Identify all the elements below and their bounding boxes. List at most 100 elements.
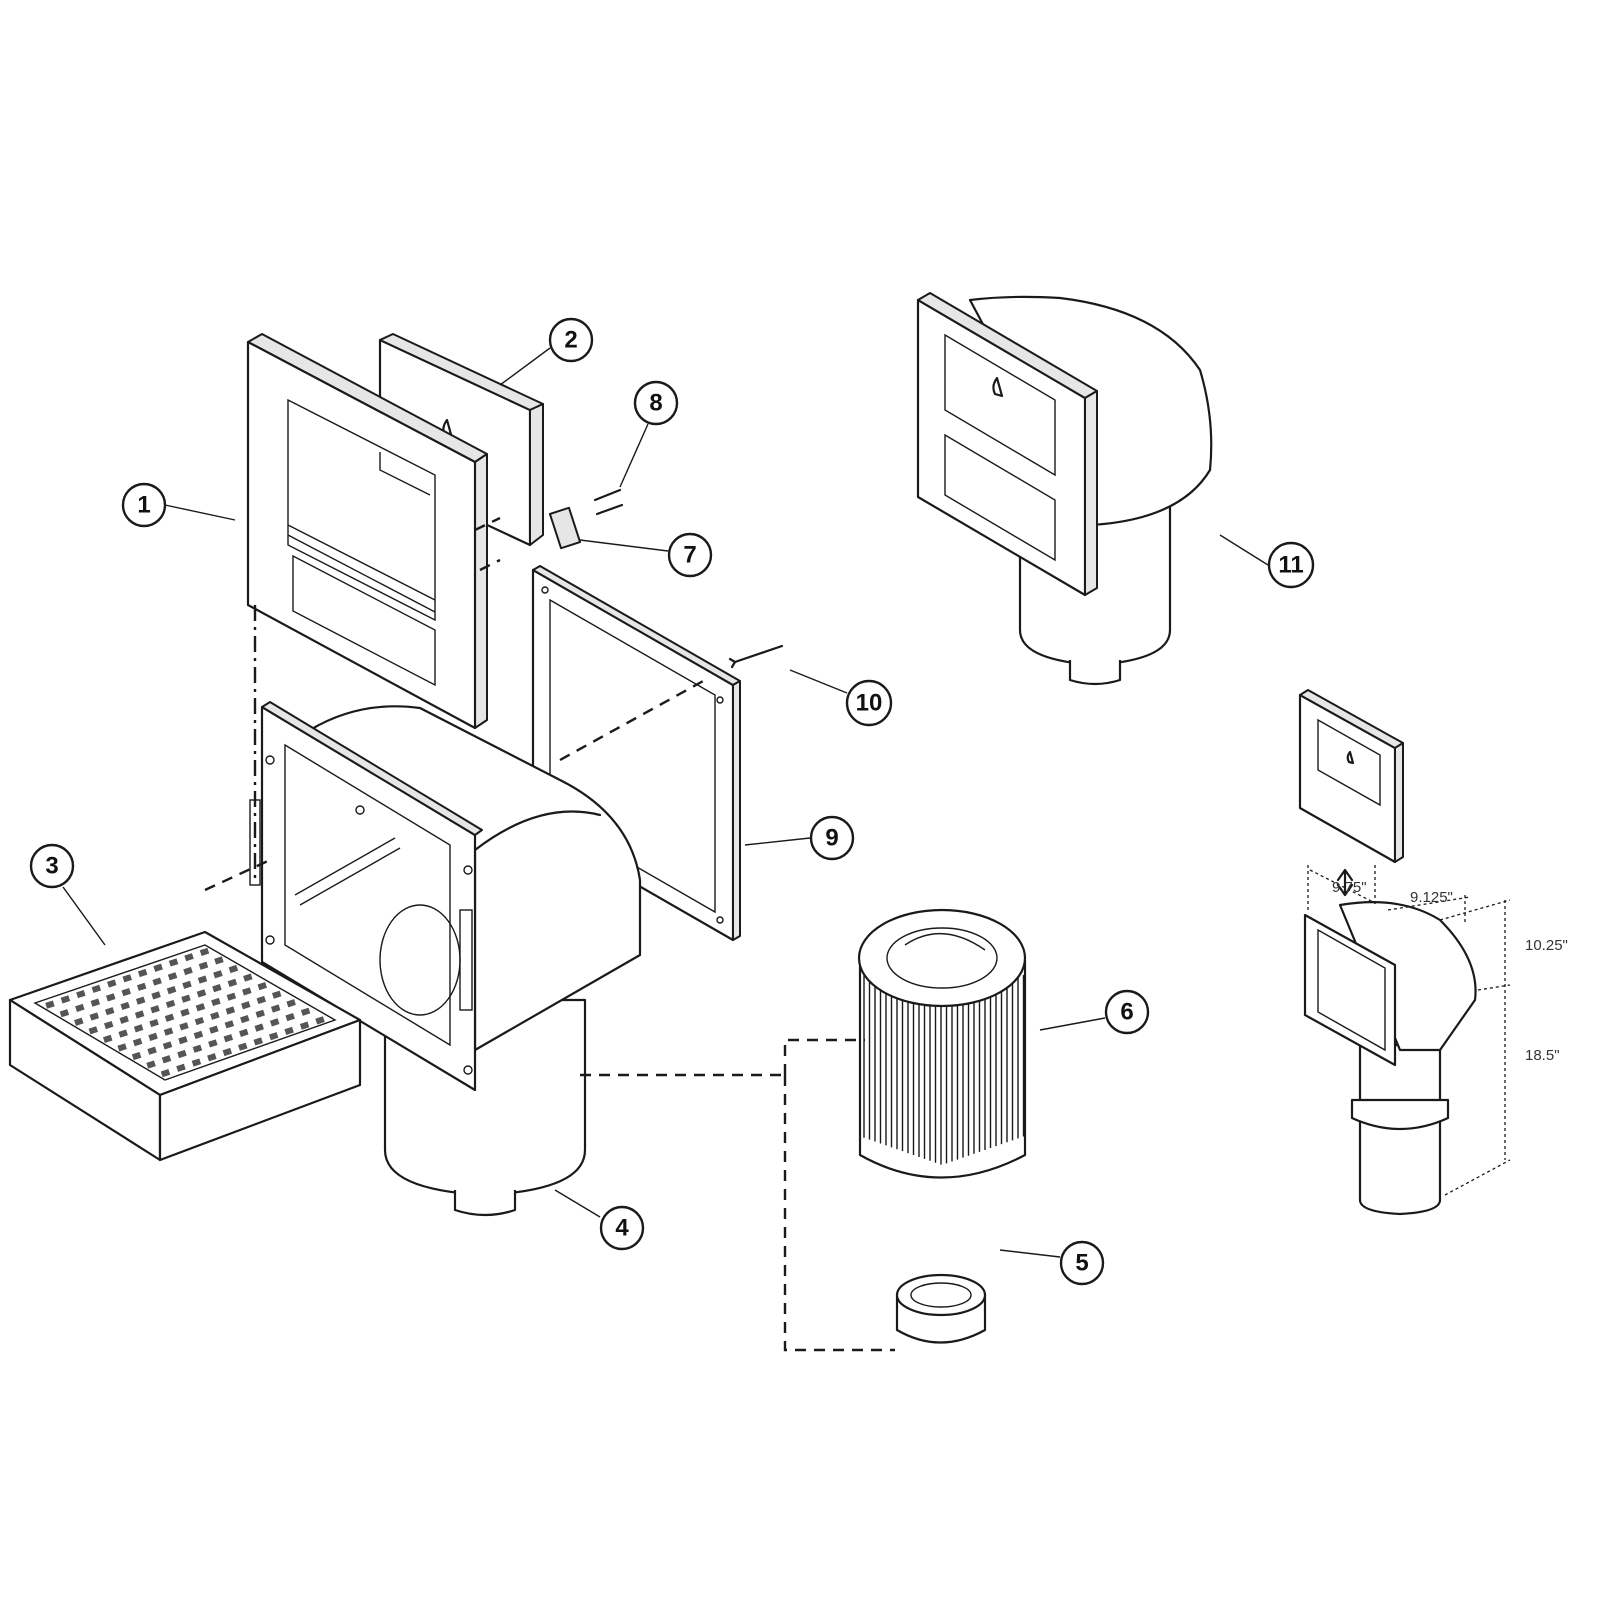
mesh-hole [59, 1009, 70, 1018]
face-plate-part [246, 333, 488, 730]
callout-11: 11 [1267, 541, 1315, 589]
mesh-hole [271, 990, 282, 999]
mesh-hole [269, 1018, 280, 1027]
mesh-hole [199, 947, 210, 957]
mesh-hole [223, 1034, 234, 1043]
mesh-hole [133, 1024, 144, 1033]
mesh-hole [153, 963, 163, 972]
mesh-hole [300, 1007, 311, 1016]
mesh-hole [118, 1029, 128, 1038]
dim-height-bottom: 18.5" [1525, 1047, 1560, 1064]
mesh-hole [214, 956, 224, 965]
mesh-hole [134, 1010, 145, 1019]
mesh-hole [176, 1063, 186, 1072]
mesh-hole [60, 995, 71, 1004]
dim-width-a: 9.75" [1332, 879, 1367, 896]
mesh-hole [163, 1027, 174, 1036]
callout-6: 6 [1104, 989, 1150, 1035]
mesh-hole [152, 977, 162, 986]
mesh-hole [90, 998, 101, 1007]
mesh-hole [194, 1016, 205, 1026]
mesh-hole [286, 999, 296, 1008]
mesh-hole [167, 972, 178, 981]
callout-3-label: 3 [45, 853, 58, 880]
callout-5: 5 [1059, 1240, 1105, 1286]
adapter-ring-part [895, 1273, 987, 1344]
dim-height-top: 10.25" [1525, 937, 1568, 954]
mesh-hole [151, 991, 161, 1000]
mesh-hole [243, 973, 253, 982]
mesh-hole [196, 989, 207, 998]
mesh-hole [45, 1000, 55, 1009]
mesh-hole [210, 1011, 220, 1020]
callout-2: 2 [548, 317, 594, 363]
mesh-hole [228, 964, 239, 974]
callout-9: 9 [809, 815, 855, 861]
mesh-hole [284, 1026, 294, 1035]
mesh-hole [164, 1013, 175, 1022]
mesh-hole [132, 1038, 143, 1047]
mesh-hole [74, 1017, 84, 1026]
mesh-hole [207, 1053, 217, 1062]
callout-7-label: 7 [683, 542, 696, 569]
mesh-hole [179, 1022, 189, 1031]
basket-mesh [45, 947, 325, 1078]
mesh-hole [240, 1014, 250, 1024]
callout-3: 3 [29, 843, 75, 889]
callout-4-label: 4 [615, 1215, 629, 1242]
mesh-hole [254, 1023, 264, 1032]
callout-7: 7 [667, 532, 713, 578]
mesh-hole [106, 993, 116, 1002]
mesh-hole [198, 961, 209, 970]
mesh-hole [285, 1012, 295, 1022]
mesh-hole [150, 1005, 160, 1014]
mesh-hole [213, 970, 223, 979]
mesh-hole [195, 1003, 206, 1012]
mesh-hole [76, 990, 86, 999]
skimmer-body-part [249, 701, 642, 1217]
mesh-hole [241, 1001, 251, 1010]
mesh-hole [238, 1042, 248, 1051]
mesh-hole [239, 1028, 249, 1037]
mesh-hole [181, 994, 191, 1003]
callout-6-label: 6 [1120, 999, 1133, 1026]
mesh-hole [242, 987, 252, 996]
clip-and-screws-part [548, 488, 784, 669]
mesh-hole [299, 1021, 310, 1030]
callout-1-label: 1 [137, 492, 150, 519]
mesh-hole [137, 968, 148, 978]
mesh-hole [105, 1007, 115, 1016]
mesh-hole [180, 1008, 190, 1017]
mesh-hole [166, 986, 177, 995]
mesh-hole [225, 1006, 236, 1015]
filter-cartridge-part [857, 908, 1027, 1179]
callout-8-label: 8 [649, 390, 662, 417]
mesh-hole [136, 982, 147, 991]
basket-tray-part [8, 930, 362, 1162]
mesh-hole [168, 958, 179, 967]
mesh-hole [117, 1043, 127, 1052]
mesh-hole [192, 1044, 203, 1053]
mesh-hole [227, 978, 238, 987]
mesh-hole [148, 1032, 158, 1041]
assembled-skimmer-part [916, 292, 1213, 686]
mesh-hole [160, 1068, 171, 1078]
mesh-hole [88, 1026, 99, 1035]
mesh-hole [120, 1001, 130, 1011]
assembly-lines [204, 516, 895, 1352]
mesh-hole [177, 1049, 187, 1059]
mesh-hole [91, 984, 102, 993]
mesh-hole [253, 1037, 263, 1046]
mesh-hole [256, 995, 266, 1005]
mesh-hole [209, 1025, 219, 1034]
mesh-hole [255, 1009, 265, 1018]
mesh-hole [119, 1015, 129, 1024]
callout-2-label: 2 [564, 327, 577, 354]
mesh-hole [182, 980, 192, 989]
mesh-hole [178, 1036, 188, 1045]
mesh-hole [165, 999, 176, 1009]
callout-11-label: 11 [1278, 552, 1303, 579]
dimension-view: 9.75" 9.125" 10.25" 18.5" [1298, 689, 1568, 1216]
mesh-hole [149, 1018, 159, 1028]
